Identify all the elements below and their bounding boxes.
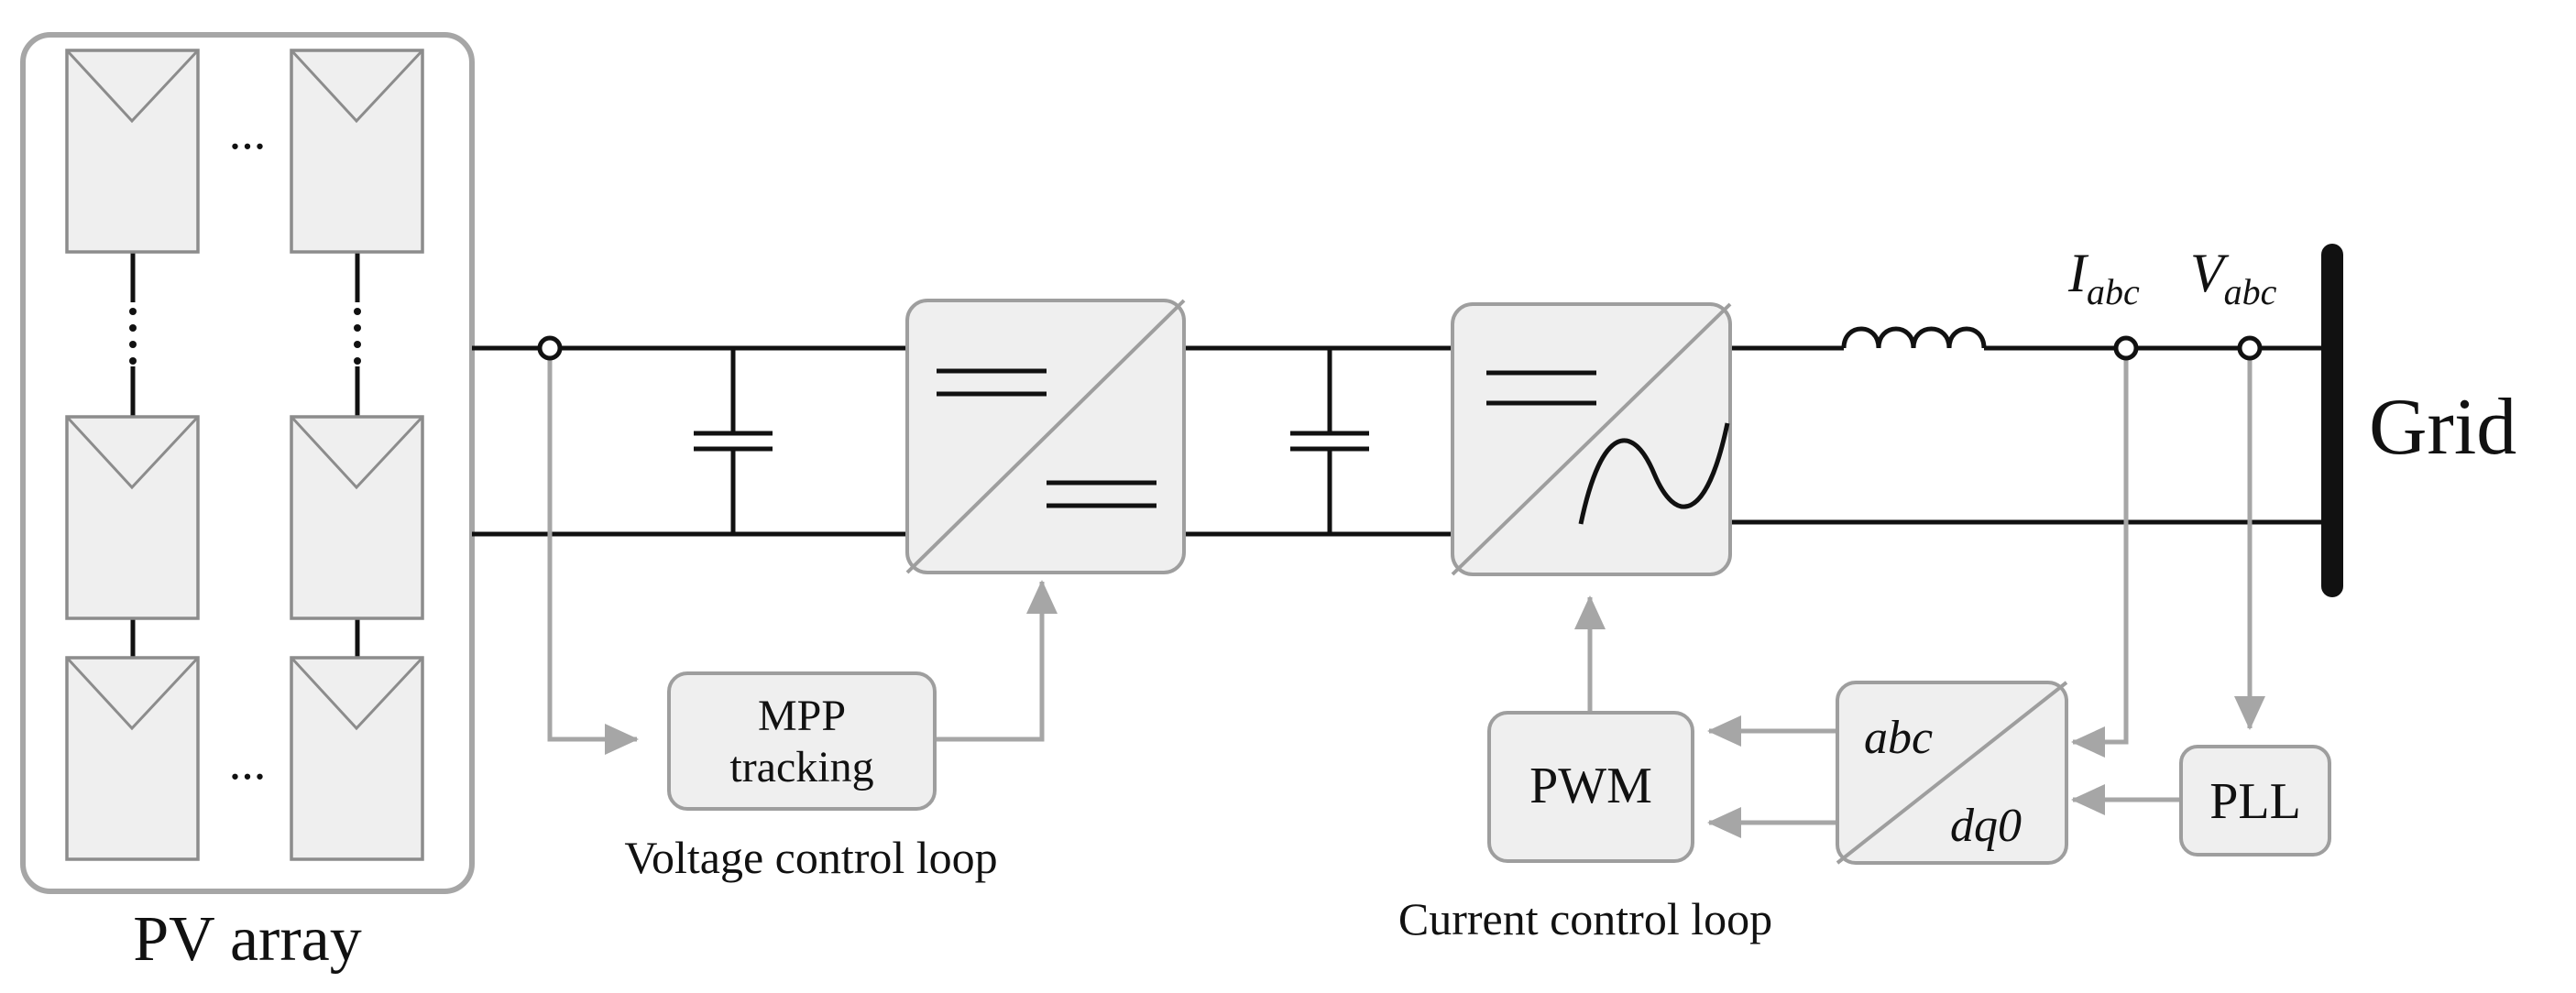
voltage-loop-caption: Voltage control loop [624, 832, 997, 883]
transform-to-label: dq0 [1950, 800, 2022, 852]
mpp-tracking-block: MPP tracking [667, 671, 937, 811]
pv-panel [290, 415, 424, 620]
voltage-measurement-label: Vabc [2190, 243, 2277, 312]
mpp-line1: MPP [758, 692, 846, 740]
capacitor-icon [1290, 348, 1369, 534]
pv-panel [65, 49, 200, 254]
pv-panel [65, 415, 200, 620]
terminal-voltage-measurement [2237, 335, 2263, 361]
signal-wires [547, 348, 2265, 838]
pv-panel [65, 656, 200, 861]
grid-label: Grid [2369, 383, 2516, 472]
terminal-current-measurement [2113, 335, 2139, 361]
pv-array-label: PV array [133, 904, 361, 975]
current-measurement-label: Iabc [2067, 243, 2140, 312]
current-loop-caption: Current control loop [1398, 893, 1772, 944]
terminal-dc-input [537, 335, 563, 361]
dc-ac-inverter-icon [1451, 302, 1732, 576]
power-bus [472, 345, 2323, 537]
pwm-block: PWM [1487, 711, 1694, 863]
pll-block: PLL [2179, 745, 2331, 857]
pv-array: ... ... PV array [20, 32, 475, 975]
inductor-icon [1841, 326, 1987, 349]
pv-panel [290, 49, 424, 254]
mpp-line2: tracking [729, 743, 873, 791]
dc-dc-converter-icon [905, 299, 1186, 574]
transform-from-label: abc [1864, 712, 1933, 764]
pv-ellipsis-bottom: ... [229, 735, 267, 790]
pll-label: PLL [2209, 773, 2301, 830]
capacitor-icon [694, 348, 773, 534]
pv-panel [290, 656, 424, 861]
vertical-ellipsis-left [129, 308, 137, 365]
pwm-label: PWM [1529, 758, 1652, 814]
vertical-ellipsis-right [354, 308, 361, 365]
abc-dq0-transform-block: abc dq0 [1836, 681, 2068, 865]
pv-ellipsis-top: ... [229, 104, 267, 159]
